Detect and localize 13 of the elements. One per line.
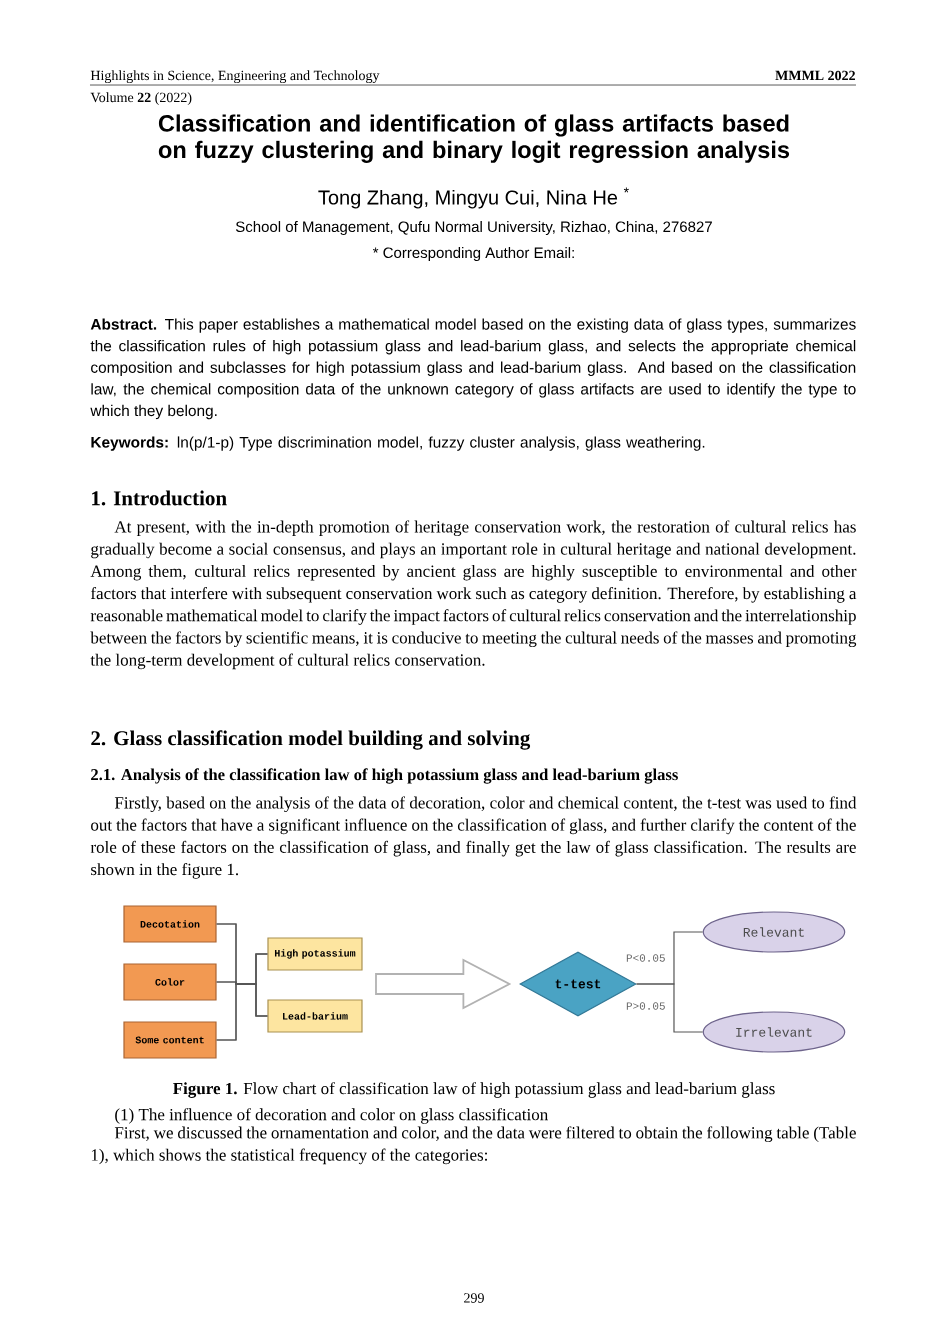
- body-paragraph: (1) The influence of decoration and color on glass classification: [115, 1108, 548, 1124]
- body-paragraph: At present, with the in-depth promotion of heritage conservation work, the restoration of cultural relics has gradually become a social consensus, and plays an important role in cultural heritage and national development. Among them, cultural relics represented by ancient glass are highly susceptible to environmental and other factors that interfere with subsequent conservation work such as category definition. Therefore, by establishing a reasonable mathematical model to clarify the impact factors of cultural relics conservation and the interrelationship between the factors by scientific means, it is conducive to meeting the cultural needs of the masses and promoting the long-term development of cultural relics conservation.: [90, 520, 857, 670]
- connector-line: [636, 983, 704, 1033]
- paper-title: Classification and identification of glass artifacts based on fuzzy clustering and binary logit regression analysis: [158, 114, 790, 163]
- body-paragraph: Firstly, based on the analysis of the data of decoration, color and chemical content, the t-test was used to find out the factors that have a significant influence on the classification of glass, and further clarify the content of the role of these factors on the classification of glass, and finally get the law of glass classification. The results are shown in the figure 1.: [90, 796, 857, 879]
- author-list: Tong Zhang, Mingyu Cui, Nina He $^{*}$: [318, 187, 629, 209]
- section-heading: 2. Glass classification model building and solving: [91, 730, 531, 750]
- section-heading: 1. Introduction: [92, 490, 227, 506]
- figure-caption: Figure 1. Flow chart of classification law of high potassium glass and lead-barium glass: [173, 1082, 775, 1098]
- body-paragraph: First, we discussed the ornamentation and color, and the data were filtered to obtain the following table (Table 1), which shows the statistical frequency of the categories:: [91, 1126, 856, 1165]
- block-arrow: [375, 958, 512, 1010]
- subsection-heading: 2.1. Analysis of the classification law of high potassium glass and lead-barium glass: [91, 768, 678, 784]
- connector-line: [216, 983, 268, 1041]
